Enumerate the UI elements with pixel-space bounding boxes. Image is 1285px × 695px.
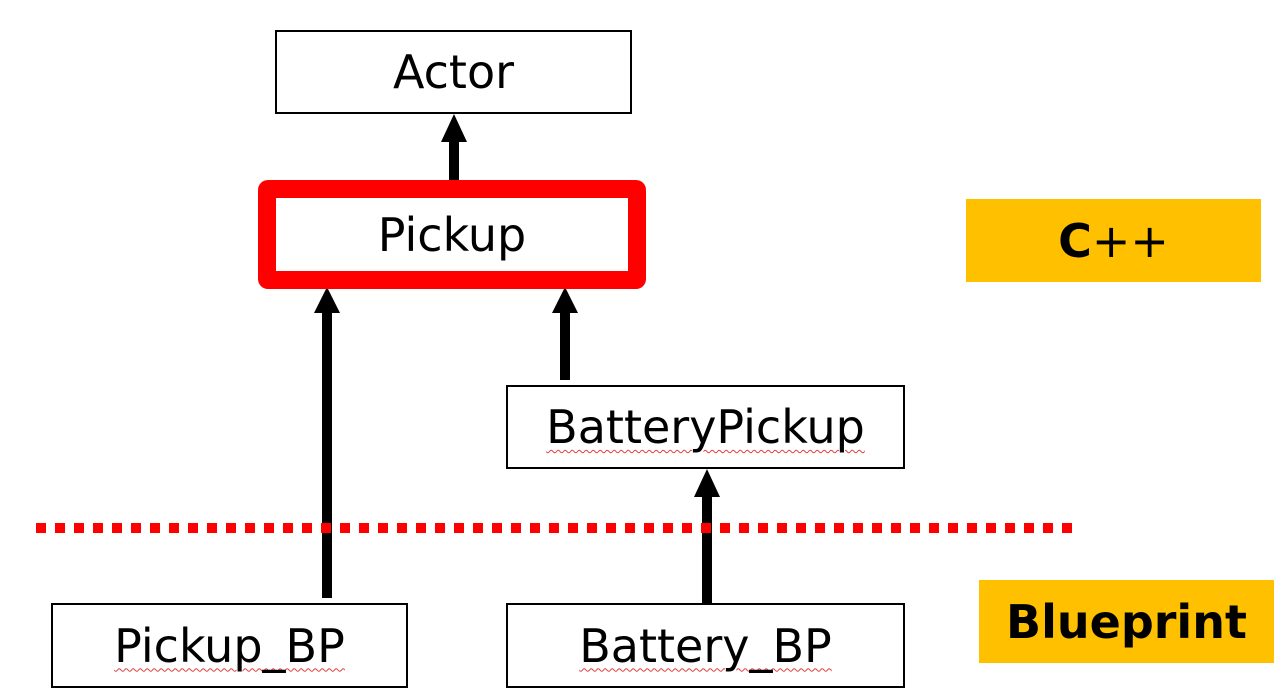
class-label-pickup-bp: Pickup_BP (114, 618, 345, 673)
arrowhead-pickup-left (314, 287, 340, 313)
class-box-pickup-bp: Pickup_BP (51, 603, 408, 688)
arrowhead-actor (441, 114, 467, 142)
class-label-battery-bp: Battery_BP (579, 618, 832, 673)
blueprint-label-text: Blueprint (1006, 594, 1247, 649)
class-label-actor: Actor (392, 45, 515, 99)
class-label-pickup: Pickup (377, 207, 527, 262)
arrowhead-battery-pickup (694, 469, 720, 497)
blueprint-layer-label: Blueprint (979, 580, 1274, 663)
cpp-label-main: C (1058, 213, 1092, 268)
arrowhead-pickup-right (552, 287, 578, 313)
class-box-battery-pickup: BatteryPickup (506, 385, 905, 469)
class-label-battery-pickup: BatteryPickup (546, 400, 865, 454)
cpp-layer-label: C++ (966, 199, 1261, 282)
class-box-actor: Actor (275, 30, 632, 114)
class-box-battery-bp: Battery_BP (506, 603, 905, 688)
cpp-label-suffix: ++ (1091, 213, 1169, 268)
class-box-pickup: Pickup (276, 198, 628, 271)
